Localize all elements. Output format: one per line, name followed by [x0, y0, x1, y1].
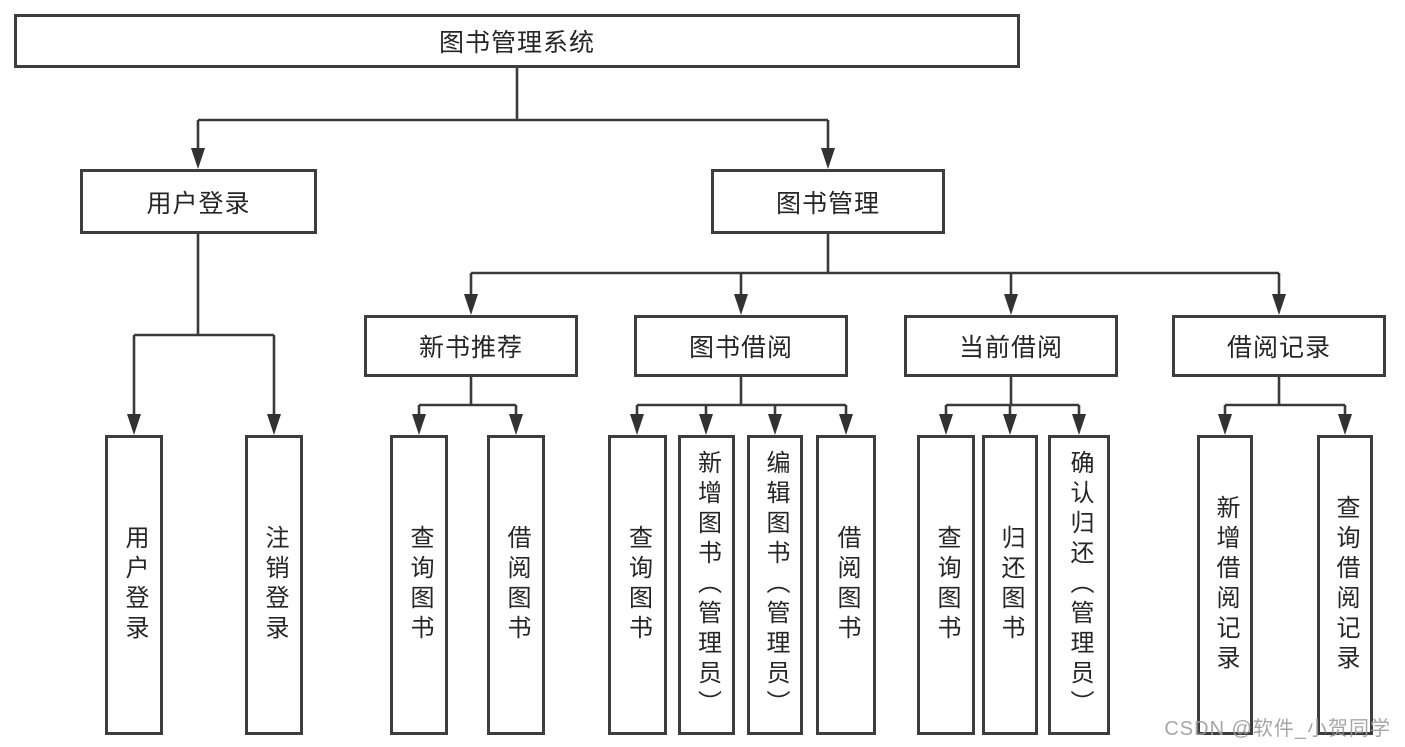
- node-user-login: 用户登录: [80, 169, 317, 234]
- leaf-edit-books-admin: 编辑图书（管理员）: [747, 435, 803, 735]
- leaf-add-borrow-record: 新增借阅记录: [1197, 435, 1253, 735]
- leaf-confirm-return-admin: 确认归还（管理员）: [1048, 435, 1110, 735]
- connector-borrow-record-children: [1218, 377, 1352, 435]
- node-book-borrow: 图书借阅: [634, 315, 848, 377]
- node-new-book-recommend: 新书推荐: [364, 315, 578, 377]
- leaf-borrow-books-recommend: 借阅图书: [487, 435, 545, 735]
- leaf-logout: 注销登录: [245, 435, 303, 735]
- leaf-query-books-borrow: 查询图书: [608, 435, 667, 735]
- leaf-query-books-recommend: 查询图书: [390, 435, 448, 735]
- leaf-borrow-books: 借阅图书: [816, 435, 876, 735]
- leaf-query-books-current: 查询图书: [917, 435, 975, 735]
- connector-new-book-children: [412, 377, 523, 435]
- csdn-watermark: CSDN @软件_小贺同学: [1164, 718, 1391, 740]
- leaf-user-login: 用户登录: [105, 435, 163, 735]
- node-book-management: 图书管理: [711, 169, 945, 234]
- leaf-return-books: 归还图书: [982, 435, 1038, 735]
- leaf-query-borrow-record: 查询借阅记录: [1317, 435, 1373, 735]
- connector-user-login-children: [127, 234, 281, 435]
- connector-current-borrow-children: [939, 377, 1086, 435]
- connector-book-borrow-children: [630, 377, 853, 435]
- node-library-management-system: 图书管理系统: [14, 14, 1020, 68]
- node-borrow-records: 借阅记录: [1172, 315, 1386, 377]
- leaf-add-books-admin: 新增图书（管理员）: [678, 435, 735, 735]
- connector-book-management-children: [464, 234, 1286, 315]
- connector-root-to-level2: [191, 68, 835, 169]
- node-current-borrow: 当前借阅: [904, 315, 1118, 377]
